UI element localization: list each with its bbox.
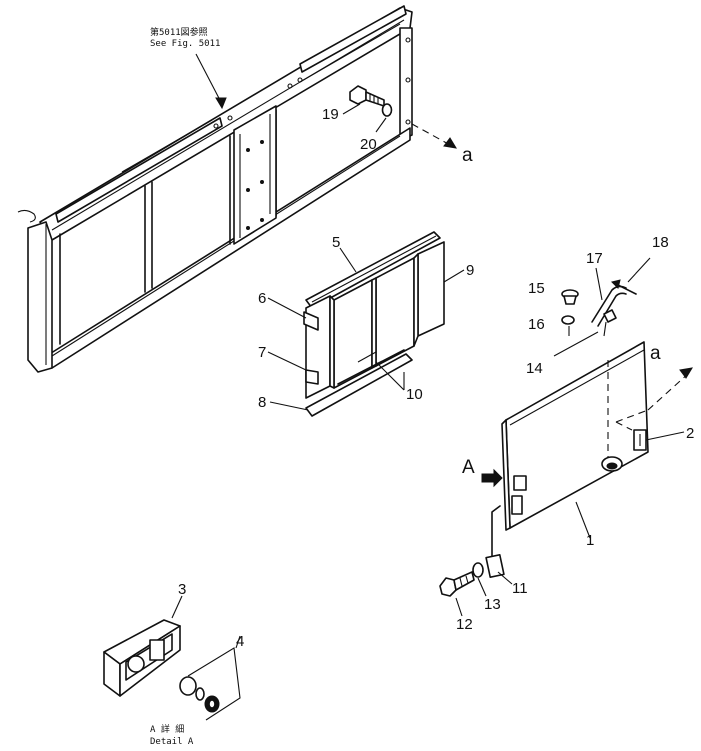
cover-panel [501,341,649,531]
callout-19: 19 [322,106,339,123]
callout-9: 9 [466,262,475,279]
view-arrow-A: A [462,457,475,478]
washer-20 [381,103,393,117]
callout-20: 20 [360,136,377,153]
detail-a-label-en: Detail A [150,737,194,747]
callout-5: 5 [332,234,341,251]
view-arrow-a-right: a [650,343,661,364]
detail-a-label-jp: A 詳 細 [150,725,185,735]
bolt-19 [349,85,385,107]
callout-17: 17 [586,250,603,267]
main-frame [17,5,413,373]
bolt-15 [561,289,579,305]
washer-13 [472,562,484,578]
callout-11: 11 [512,580,528,597]
see-fig-label-en: See Fig. 5011 [150,39,221,49]
pad-assembly [303,231,445,417]
callout-13: 13 [484,596,501,613]
bolt-12 [439,571,475,597]
callout-15: 15 [528,280,545,297]
callout-12: 12 [456,616,473,633]
view-arrow-a-top: a [462,145,473,166]
callout-2: 2 [686,425,695,442]
callout-7: 7 [258,344,267,361]
callout-6: 6 [258,290,267,307]
callout-8: 8 [258,394,267,411]
callout-16: 16 [528,316,545,333]
detail-a-nut-4 [179,676,220,713]
see-fig-label-jp: 第5011図参照 [150,28,208,38]
callout-1: 1 [586,532,595,549]
callout-18: 18 [652,234,669,251]
callout-4: 4 [236,633,245,650]
detail-a-lock [103,619,181,697]
callout-14: 14 [526,360,543,377]
washer-16 [561,315,575,325]
callout-10: 10 [406,386,423,403]
callout-3: 3 [178,581,187,598]
